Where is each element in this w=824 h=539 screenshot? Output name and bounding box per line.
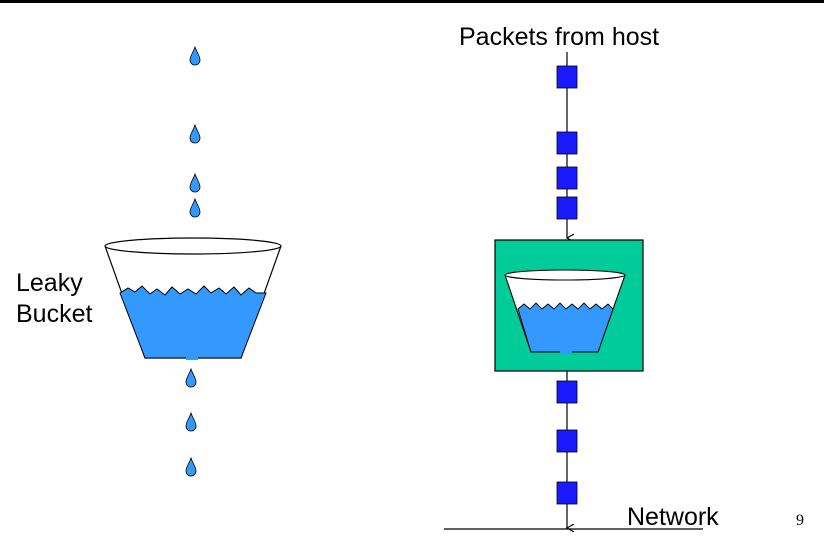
packet [556,131,578,155]
outgoing-packets [556,380,578,505]
packets-from-host-label: Packets from host [459,23,660,51]
outgoing-drops [185,368,197,477]
water-drop-icon [185,457,197,477]
water-drop-icon [185,368,197,388]
water-drop-icon [189,173,201,193]
network-label: Network [627,503,719,531]
incoming-drops [189,46,201,218]
small-leaky-bucket-icon [504,269,626,354]
packet [556,166,578,190]
packet [556,65,578,89]
leaky-bucket-icon [104,237,282,360]
packet [556,429,578,453]
water-drop-icon [189,198,201,218]
water-drop-icon [189,124,201,144]
leaky-label-line1: Leaky [16,269,83,297]
leaky-bucket-label: Leaky Bucket [16,268,92,330]
packet [556,481,578,505]
water-drop-icon [185,412,197,432]
packet [556,196,578,220]
top-rule [0,0,824,3]
leaky-label-line2: Bucket [16,300,93,328]
page-number: 9 [796,512,804,529]
water-drop-icon [189,46,201,66]
packet [556,380,578,404]
incoming-packets [556,65,578,220]
